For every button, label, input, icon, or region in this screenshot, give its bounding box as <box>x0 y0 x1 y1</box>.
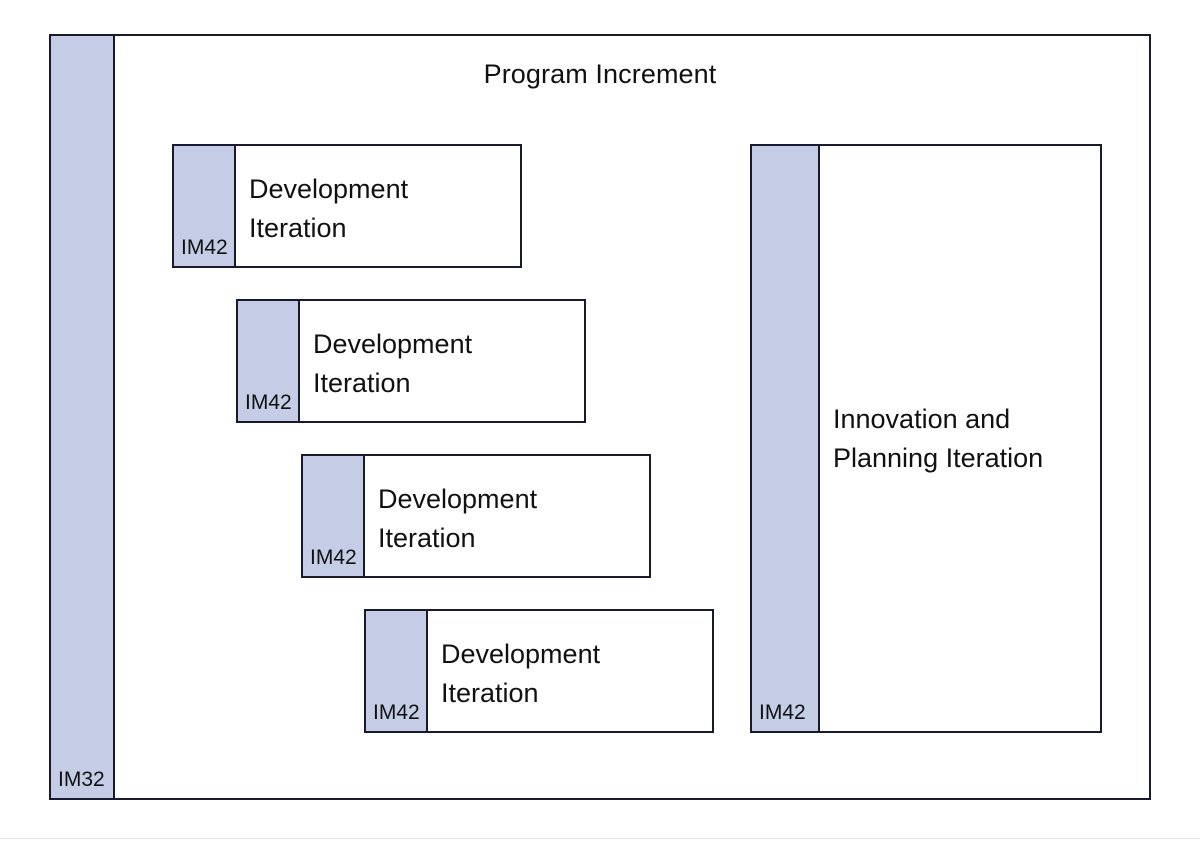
page-title: Program Increment <box>483 59 717 89</box>
timeline-strip-label: IM32 <box>58 768 105 791</box>
development-iteration-2[interactable]: IM42 Development Iteration <box>236 299 586 423</box>
iteration-body: Development Iteration <box>365 456 649 576</box>
iteration-label-line2: Iteration <box>313 368 411 398</box>
program-increment-frame: Program Increment IM32 IM42 Development … <box>49 34 1151 800</box>
development-iteration-1[interactable]: IM42 Development Iteration <box>172 144 522 268</box>
iteration-label-line1: Innovation and <box>833 403 1011 434</box>
iteration-label-line2: Iteration <box>378 523 476 553</box>
iteration-label-line1: Development <box>441 639 601 669</box>
iteration-strip: IM42 <box>303 456 365 576</box>
page-bottom-rule <box>0 838 1200 839</box>
innovation-planning-iteration[interactable]: IM42 Innovation and Planning Iteration <box>750 144 1102 733</box>
iteration-label-line1: Development <box>378 484 538 514</box>
iteration-strip-label: IM42 <box>373 701 420 724</box>
iteration-body: Innovation and Planning Iteration <box>820 146 1100 731</box>
iteration-label-line2: Iteration <box>249 213 347 243</box>
iteration-strip-label: IM42 <box>181 236 228 259</box>
iteration-body: Development Iteration <box>236 146 520 266</box>
iteration-body: Development Iteration <box>428 611 712 731</box>
iteration-strip-label: IM42 <box>245 391 292 414</box>
program-increment-timeline-strip: IM32 <box>49 34 115 800</box>
iteration-strip: IM42 <box>752 146 820 731</box>
iteration-label-line1: Development <box>249 174 409 204</box>
iteration-label-line1: Development <box>313 329 473 359</box>
iteration-strip-label: IM42 <box>759 701 806 724</box>
iteration-label-line2: Iteration <box>441 678 539 708</box>
iteration-strip: IM42 <box>238 301 300 421</box>
iteration-strip: IM42 <box>366 611 428 731</box>
development-iteration-4[interactable]: IM42 Development Iteration <box>364 609 714 733</box>
iteration-strip: IM42 <box>174 146 236 266</box>
development-iteration-3[interactable]: IM42 Development Iteration <box>301 454 651 578</box>
iteration-strip-label: IM42 <box>310 546 357 569</box>
iteration-body: Development Iteration <box>300 301 584 421</box>
iteration-label-line2: Planning Iteration <box>833 442 1044 473</box>
